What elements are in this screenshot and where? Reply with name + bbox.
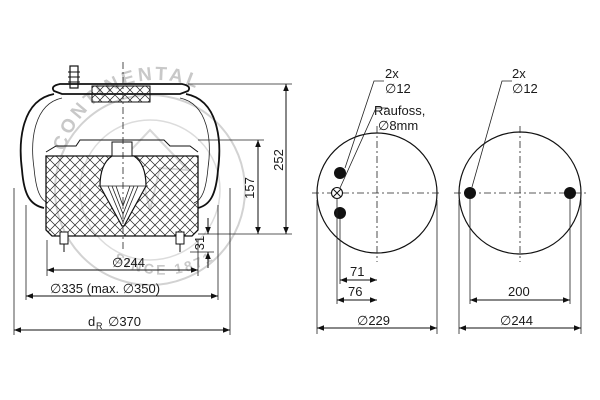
bolt-count-left: 2x <box>385 66 399 81</box>
bolt-hole-left <box>464 187 476 199</box>
dim-offset-76: 76 <box>348 284 362 299</box>
dim-diameter-229: ∅229 <box>357 313 390 328</box>
side-view-dimensions: ∅244 ∅335 (max. ∅350) d R ∅370 252 157 3… <box>13 62 292 335</box>
bolt-hole-lower <box>334 207 346 219</box>
bolt-diameter-right: ∅12 <box>512 81 538 96</box>
dim-height-252: 252 <box>271 149 286 171</box>
dim-height-31: 31 <box>192 236 207 250</box>
top-view-left: 2x ∅12 Raufoss, ∅8mm 71 76 ∅229 <box>312 66 442 334</box>
air-connector-name: Raufoss, <box>374 103 425 118</box>
dim-diameter-335: ∅335 (max. ∅350) <box>50 281 160 296</box>
dim-diameter-244-side: ∅244 <box>112 255 145 270</box>
bolt-hole-upper <box>334 167 346 179</box>
top-view-right: 2x ∅12 200 ∅244 <box>454 66 586 334</box>
bolt-count-right: 2x <box>512 66 526 81</box>
dim-diameter-244-right: ∅244 <box>500 313 533 328</box>
bolt-hole-right <box>564 187 576 199</box>
mounting-stud-icon <box>68 65 80 89</box>
dim-offset-71: 71 <box>350 264 364 279</box>
dim-diameter-370: ∅370 <box>108 314 141 329</box>
air-spring-side-view <box>19 65 221 252</box>
bolt-diameter-left: ∅12 <box>385 81 411 96</box>
dim-d-prefix: d <box>88 314 95 329</box>
air-connector-diameter: ∅8mm <box>378 118 418 133</box>
air-connector-icon <box>330 186 344 200</box>
dim-d-subscript: R <box>96 321 103 331</box>
dim-height-157: 157 <box>242 177 257 199</box>
bottom-pin-icon <box>59 231 185 252</box>
dim-spacing-200: 200 <box>508 284 530 299</box>
